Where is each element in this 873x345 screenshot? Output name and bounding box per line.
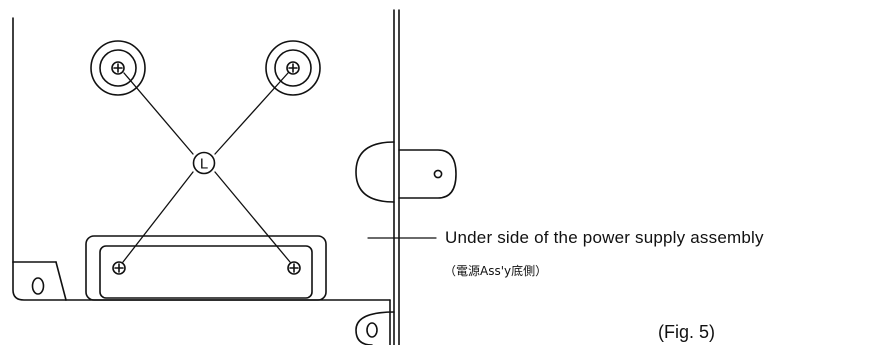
connector-bracket	[355, 141, 457, 203]
bottom-right-screw	[287, 261, 301, 275]
screw-marker-circle	[192, 151, 216, 175]
chassis-outline	[12, 9, 400, 345]
screw-marker-letter: L	[200, 156, 208, 173]
top-right-screw	[265, 40, 321, 96]
top-left-screw	[90, 40, 146, 96]
callout-label: Under side of the power supply assembly	[445, 228, 764, 247]
screw-leader-lines	[122, 72, 291, 263]
figure-number: (Fig. 5)	[658, 322, 716, 342]
bottom-mounting-tab	[355, 311, 395, 345]
left-mounting-tab	[12, 261, 67, 301]
cover-plate	[85, 235, 327, 301]
callout-label-japanese: （電源Ass'y底側）	[444, 264, 548, 278]
bottom-left-screw	[112, 261, 126, 275]
